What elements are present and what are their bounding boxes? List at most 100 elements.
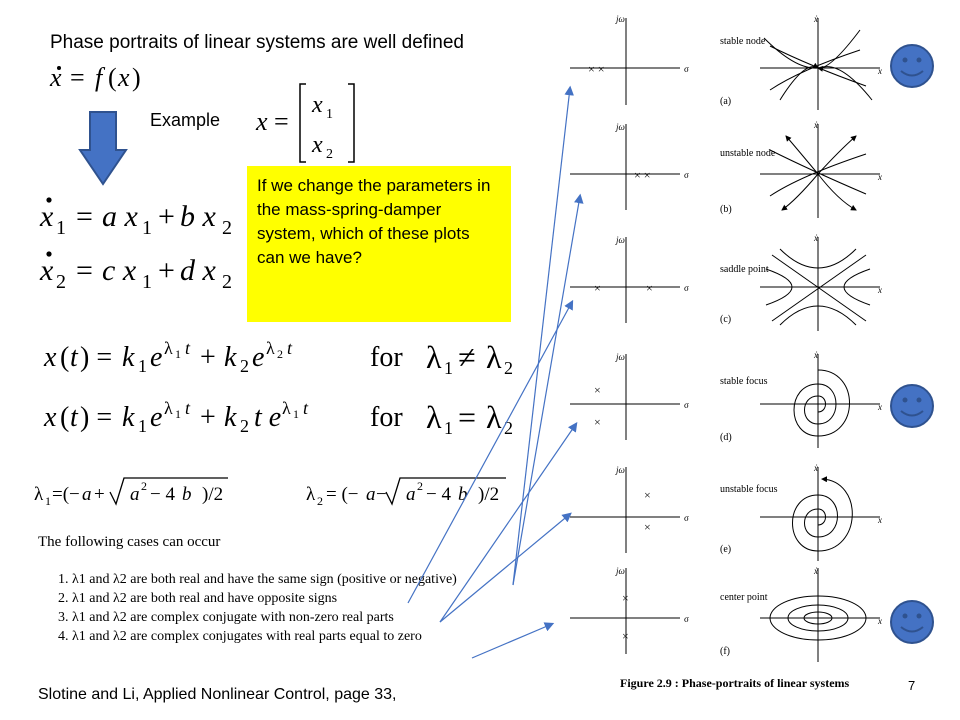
svg-text:σ: σ bbox=[684, 283, 689, 293]
svg-text:− 4: − 4 bbox=[150, 484, 175, 505]
svg-text:jω: jω bbox=[615, 465, 625, 475]
svg-text:a: a bbox=[366, 484, 376, 505]
svg-text:2: 2 bbox=[240, 356, 249, 376]
svg-text:λ: λ bbox=[486, 399, 502, 435]
svg-text:a: a bbox=[406, 484, 416, 505]
panel-unstable-focus: jω σ × × ẋ x bbox=[570, 463, 882, 561]
svg-text:1: 1 bbox=[142, 217, 152, 239]
svg-text:+: + bbox=[158, 200, 175, 233]
panel-name-f: center point bbox=[720, 592, 768, 603]
svg-text:σ: σ bbox=[684, 400, 689, 410]
svg-text:jω: jω bbox=[615, 352, 625, 362]
svg-text:1: 1 bbox=[138, 416, 147, 436]
svg-text:(: ( bbox=[108, 63, 117, 92]
svg-text:x: x bbox=[311, 132, 323, 158]
svg-text:jω: jω bbox=[615, 235, 625, 245]
svg-text:2: 2 bbox=[417, 479, 423, 493]
svg-text:): ) bbox=[132, 63, 141, 92]
panel-name-b: unstable node bbox=[720, 148, 776, 159]
svg-text:ẋ: ẋ bbox=[813, 14, 818, 24]
svg-text:2: 2 bbox=[504, 418, 513, 438]
svg-text:λ: λ bbox=[426, 339, 442, 375]
svg-text:× ×: × × bbox=[588, 62, 605, 76]
svg-text:λ: λ bbox=[426, 399, 442, 435]
svg-text:− 4: − 4 bbox=[426, 484, 451, 505]
list-item: 2. λ1 and λ2 are both real and have oppo… bbox=[58, 591, 338, 606]
citation: Slotine and Li, Applied Nonlinear Contro… bbox=[38, 686, 397, 703]
svg-text:1: 1 bbox=[293, 407, 299, 421]
down-arrow-icon bbox=[78, 111, 128, 186]
svg-text:2: 2 bbox=[222, 271, 232, 293]
list-item: 1. λ1 and λ2 are both real and have the … bbox=[58, 572, 457, 587]
svg-text:x: x bbox=[877, 285, 882, 295]
smiley-icon bbox=[890, 384, 934, 428]
svg-text:x: x bbox=[877, 66, 882, 76]
svg-text:t: t bbox=[185, 398, 191, 418]
svg-text:x: x bbox=[255, 107, 268, 136]
cases-list: 1. λ1 and λ2 are both real and have the … bbox=[58, 570, 457, 646]
question-callout: If we change the parameters in the mass-… bbox=[247, 166, 511, 322]
svg-text:σ: σ bbox=[684, 64, 689, 74]
svg-text:1: 1 bbox=[444, 418, 453, 438]
svg-text:e: e bbox=[150, 402, 162, 433]
svg-text:λ: λ bbox=[282, 398, 291, 418]
svg-text:×: × bbox=[646, 281, 653, 295]
svg-text:ẋ: ẋ bbox=[813, 233, 818, 243]
list-item: 4. λ1 and λ2 are complex conjugates with… bbox=[58, 629, 422, 644]
svg-text:σ: σ bbox=[684, 170, 689, 180]
svg-text:= (−: = (− bbox=[326, 484, 359, 505]
svg-text:for: for bbox=[370, 342, 403, 373]
svg-text:× ×: × × bbox=[634, 168, 651, 182]
panel-letter-f: (f) bbox=[720, 646, 730, 657]
panel-name-a: stable node bbox=[720, 36, 766, 47]
svg-text:) =: ) = bbox=[80, 402, 112, 433]
cases-intro: The following cases can occur bbox=[38, 534, 221, 550]
svg-text:x: x bbox=[43, 342, 57, 373]
svg-text:x: x bbox=[877, 515, 882, 525]
svg-text:)/2: )/2 bbox=[202, 484, 223, 505]
svg-text:×: × bbox=[644, 488, 651, 502]
svg-text:x: x bbox=[117, 63, 130, 92]
svg-text:×: × bbox=[622, 629, 629, 643]
svg-text:2: 2 bbox=[277, 347, 283, 361]
svg-text:ẋ: ẋ bbox=[813, 463, 818, 473]
smiley-icon bbox=[890, 44, 934, 88]
svg-text:1: 1 bbox=[175, 407, 181, 421]
svg-text:jω: jω bbox=[615, 14, 625, 24]
panel-stable-focus: jω σ × × ẋ x bbox=[570, 350, 882, 448]
svg-text:jω: jω bbox=[615, 122, 625, 132]
svg-text:≠: ≠ bbox=[458, 339, 476, 375]
svg-text:x: x bbox=[49, 63, 62, 92]
svg-text:−: − bbox=[376, 484, 387, 505]
svg-text:t: t bbox=[70, 402, 79, 433]
panel-letter-a: (a) bbox=[720, 96, 731, 107]
svg-text:e: e bbox=[150, 342, 162, 373]
svg-text:λ: λ bbox=[486, 339, 502, 375]
svg-text:×: × bbox=[622, 591, 629, 605]
svg-text:1: 1 bbox=[45, 494, 51, 508]
example-label: Example bbox=[150, 110, 221, 130]
svg-text:x: x bbox=[311, 92, 323, 118]
svg-text:1: 1 bbox=[56, 217, 66, 239]
ode-equation: x = f ( x ) bbox=[49, 63, 141, 92]
svg-text:2: 2 bbox=[504, 358, 513, 378]
svg-text:2: 2 bbox=[317, 494, 323, 508]
svg-text:x: x bbox=[39, 254, 54, 287]
svg-text:+: + bbox=[200, 342, 216, 373]
svg-text:x: x bbox=[39, 200, 54, 233]
svg-text:for: for bbox=[370, 402, 403, 433]
panel-unstable-node: jω σ × × ẋ x bbox=[570, 120, 882, 218]
svg-text:a: a bbox=[130, 484, 140, 505]
svg-text:λ: λ bbox=[306, 484, 316, 505]
svg-text:=: = bbox=[70, 63, 85, 92]
svg-text:a x: a x bbox=[102, 200, 139, 233]
svg-text:) =: ) = bbox=[80, 342, 112, 373]
svg-text:x: x bbox=[877, 172, 882, 182]
svg-text:=: = bbox=[458, 399, 476, 435]
svg-text:=: = bbox=[274, 107, 289, 136]
svg-text:k: k bbox=[224, 402, 237, 433]
svg-text:t: t bbox=[185, 338, 191, 358]
svg-text:b x: b x bbox=[180, 200, 217, 233]
panel-name-c: saddle point bbox=[720, 264, 769, 275]
svg-text:1: 1 bbox=[326, 107, 333, 122]
